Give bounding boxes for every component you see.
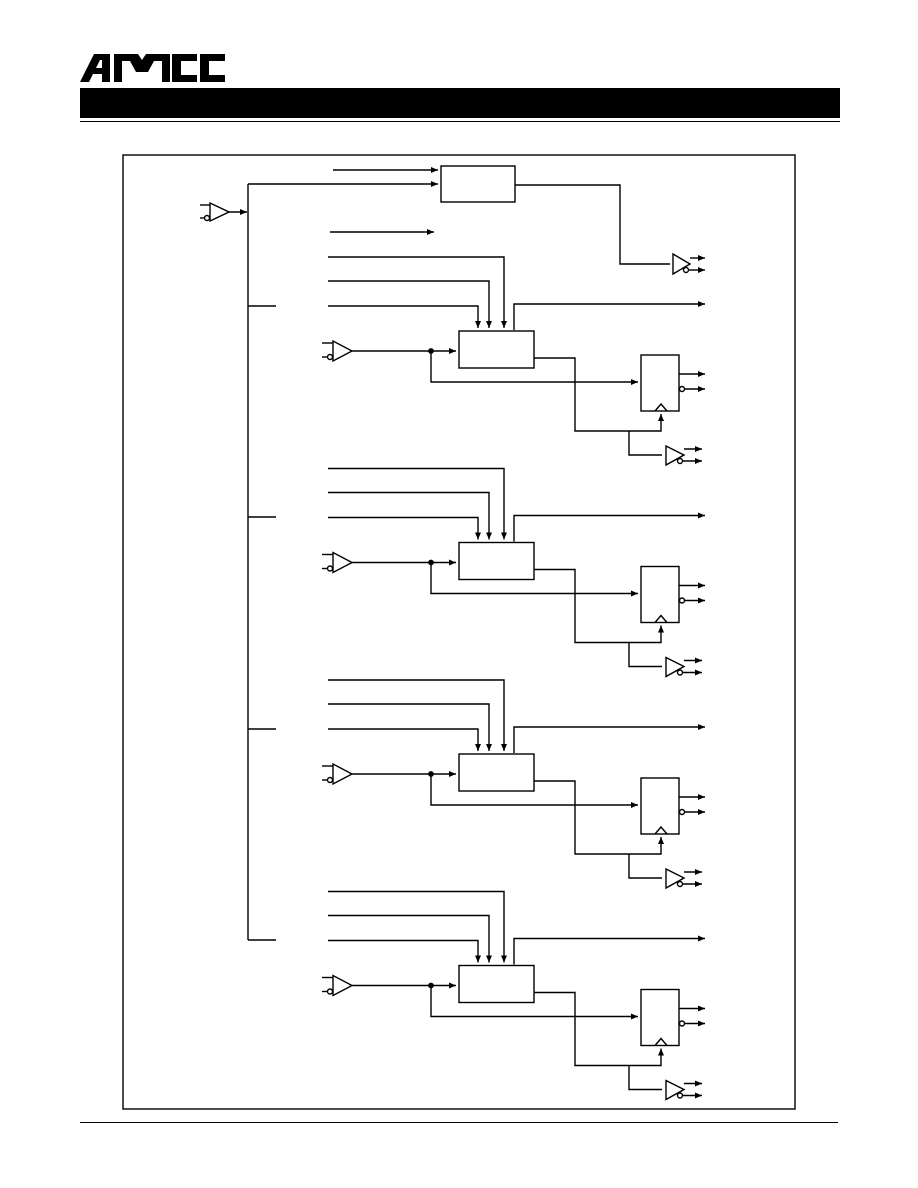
channel-1-input-buffer-icon [332,339,354,363]
channel-3-output-buffer-icon [665,867,686,890]
amcc-logo [80,54,225,82]
channel-4-output-buffer-icon [665,1079,686,1101]
channel-1-logic-block [458,330,535,369]
top-logic-block [440,165,516,203]
channel-2-flip-flop-icon [640,565,680,624]
footer-rule [80,1122,838,1123]
header-rule [80,121,840,122]
channel-1-flip-flop-icon [640,354,680,412]
diagram-frame [122,154,796,1110]
channel-2-output-buffer-icon [665,656,686,678]
channel-4-flip-flop-icon [640,988,680,1047]
channel-3-logic-block [458,753,535,792]
channel-4-input-buffer-icon [332,974,354,997]
channel-2-logic-block [458,541,535,581]
channel-2-input-buffer-icon [332,551,354,574]
channel-4-logic-block [458,964,535,1004]
channel-3-flip-flop-icon [640,777,680,835]
channel-1-output-buffer-icon [665,444,686,467]
top-output-buffer-icon [672,252,692,276]
top-input-buffer-icon [200,201,231,223]
channel-3-input-buffer-icon [332,762,354,786]
header-bar [80,88,840,118]
